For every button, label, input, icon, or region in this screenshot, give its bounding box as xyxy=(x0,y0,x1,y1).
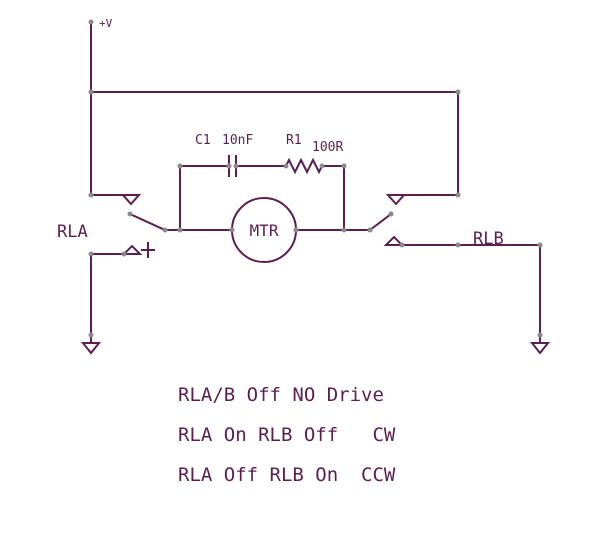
ground-a-icon xyxy=(80,334,102,355)
truth-table-row-1: RLA/B Off NO Drive xyxy=(178,384,384,406)
relay-a-switch xyxy=(90,194,233,336)
cursor-cross-icon xyxy=(141,242,155,258)
relay-b-label: RLB xyxy=(473,229,504,249)
relay-b-switch xyxy=(368,194,541,336)
rc-snubber xyxy=(179,155,345,231)
supply-label: +V xyxy=(99,17,113,30)
relay-a-label: RLA xyxy=(57,222,88,242)
resistor-value: 100R xyxy=(312,140,343,155)
supply-rail xyxy=(90,21,459,196)
capacitor-value: 10nF xyxy=(222,133,253,148)
motor-label: MTR xyxy=(250,221,279,240)
resistor-ref: R1 xyxy=(286,133,302,148)
ground-b-icon xyxy=(529,334,551,355)
capacitor-ref: C1 xyxy=(195,133,211,148)
truth-table-row-3: RLA Off RLB On CCW xyxy=(178,464,396,486)
junction-nodes xyxy=(88,19,543,338)
truth-table-row-2: RLA On RLB Off CW xyxy=(178,424,396,446)
